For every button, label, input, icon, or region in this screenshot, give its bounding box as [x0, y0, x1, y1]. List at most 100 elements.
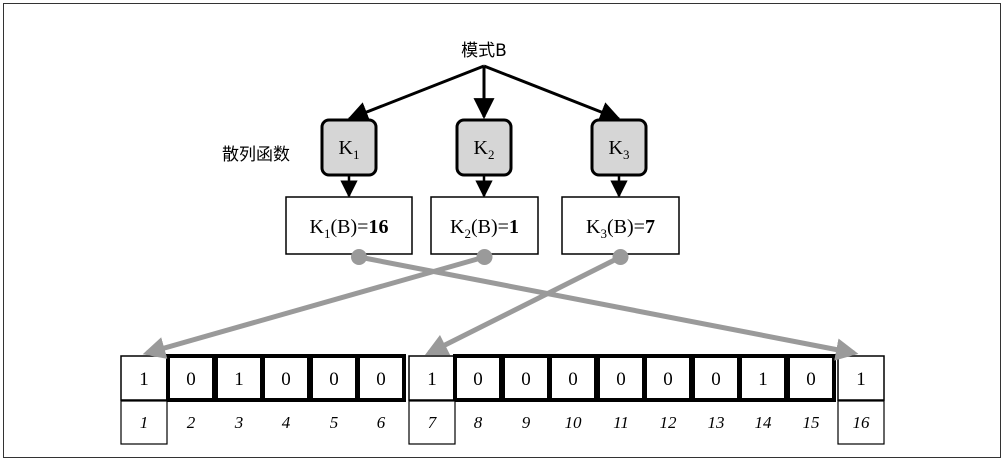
- diagram-frame: [3, 3, 1001, 458]
- hash-box-label: K1: [339, 137, 360, 162]
- hash-box-k3: K3: [590, 118, 648, 177]
- bit-cell-2: 0: [166, 354, 216, 402]
- bit-index-label: 13: [708, 413, 725, 432]
- bit-value: 1: [139, 369, 149, 390]
- bit-cell-9: 0: [501, 354, 551, 402]
- bit-cell-14: 1: [738, 354, 788, 402]
- bit-index-label: 7: [428, 413, 438, 432]
- bit-index-label: 16: [853, 413, 871, 432]
- pattern-arrows: [347, 64, 621, 122]
- bit-index-12: 12: [660, 413, 678, 432]
- mapping-arrow-k3: [424, 254, 622, 356]
- bit-value: 1: [234, 369, 244, 390]
- result-label: K1(B)=16: [310, 216, 389, 241]
- bit-index-frame: [120, 400, 168, 445]
- hash-box-label: K2: [474, 137, 495, 162]
- bit-cell-15: 0: [786, 354, 836, 402]
- bit-index-frame: [408, 400, 456, 445]
- bit-cell-12: 0: [643, 354, 693, 402]
- bit-index-label: 6: [377, 413, 386, 432]
- bit-index-label: 8: [474, 413, 483, 432]
- result-box-k1: K1(B)=16: [285, 196, 413, 255]
- bit-cell-frame: [408, 355, 456, 401]
- bit-cell-7: 1: [408, 355, 456, 401]
- bit-cell-13: 0: [691, 354, 741, 402]
- result-box-k2: K2(B)=1: [430, 196, 539, 255]
- bit-cell-frame: [356, 354, 406, 402]
- result-label: K3(B)=7: [586, 216, 655, 241]
- bit-index-11: 11: [613, 413, 629, 432]
- bit-index-label: 9: [522, 413, 531, 432]
- bit-cell-5: 0: [309, 354, 359, 402]
- bit-cell-frame: [596, 354, 646, 402]
- bit-cell-frame: [786, 354, 836, 402]
- bit-value: 0: [376, 369, 386, 390]
- hash-function-label: 散列函数: [222, 145, 290, 165]
- bit-cell-10: 0: [548, 354, 598, 402]
- mapping-origin-dot: [612, 249, 629, 265]
- bit-index-label: 10: [565, 413, 583, 432]
- bit-index-6: 6: [377, 413, 386, 432]
- hash-box-k2: K2: [455, 118, 513, 177]
- pattern-label: 模式B: [461, 41, 507, 61]
- bit-index-9: 9: [522, 413, 531, 432]
- bit-cell-16: 1: [837, 355, 885, 401]
- bit-index-16: 16: [837, 400, 885, 445]
- bit-value: 1: [856, 369, 866, 390]
- bit-cell-frame: [261, 354, 311, 402]
- bit-value: 0: [663, 369, 673, 390]
- bit-cell-3: 1: [214, 354, 264, 402]
- bit-index-label: 3: [234, 413, 244, 432]
- bit-index-label: 12: [660, 413, 678, 432]
- hash-box-k1: K1: [320, 118, 378, 177]
- bit-cell-frame: [837, 355, 885, 401]
- bit-cell-frame: [120, 355, 168, 401]
- bit-index-label: 14: [755, 413, 773, 432]
- bit-value: 0: [281, 369, 291, 390]
- bit-value: 0: [616, 369, 626, 390]
- mapping-arrow-k2: [142, 254, 486, 359]
- bit-index-4: 4: [282, 413, 291, 432]
- bit-value: 0: [806, 369, 816, 390]
- bit-cell-6: 0: [356, 354, 406, 402]
- bit-index-15: 15: [803, 413, 820, 432]
- hash-result-boxes: K1(B)=16 K2(B)=1 K3(B)=7: [285, 196, 680, 255]
- arrow-to-k1: [347, 64, 485, 122]
- bit-value: 0: [329, 369, 339, 390]
- hash-output-arrows: [340, 175, 628, 198]
- hash-function-boxes: K1 K2 K3: [320, 118, 648, 177]
- bit-index-10: 10: [565, 413, 583, 432]
- bit-index-label: 1: [140, 413, 149, 432]
- mapping-origin-dot: [476, 249, 493, 265]
- bit-mapping-arrows: [142, 249, 859, 361]
- bit-value: 0: [186, 369, 196, 390]
- result-box-k3: K3(B)=7: [561, 196, 680, 255]
- bit-index-1: 1: [120, 400, 168, 445]
- bit-index-3: 3: [234, 413, 244, 432]
- mapping-origin-dot: [351, 249, 367, 265]
- bit-cell-1: 1: [120, 355, 168, 401]
- bit-cell-frame: [548, 354, 598, 402]
- bit-index-label: 4: [282, 413, 291, 432]
- bit-cell-11: 0: [596, 354, 646, 402]
- bit-cell-frame: [738, 354, 788, 402]
- result-box-frame: [285, 196, 413, 255]
- bit-index-8: 8: [474, 413, 483, 432]
- hash-box-label: K3: [609, 137, 630, 162]
- bit-index-label: 15: [803, 413, 820, 432]
- bit-value: 0: [521, 369, 531, 390]
- bit-value: 1: [427, 369, 437, 390]
- bit-value: 0: [473, 369, 483, 390]
- bit-cell-frame: [643, 354, 693, 402]
- arrow-to-k3: [483, 64, 621, 122]
- bit-cell-frame: [453, 354, 503, 402]
- result-label: K2(B)=1: [450, 216, 519, 241]
- bit-cell-8: 0: [453, 354, 503, 402]
- bit-cell-frame: [501, 354, 551, 402]
- bit-index-14: 14: [755, 413, 773, 432]
- bit-cell-frame: [214, 354, 264, 402]
- bit-index-label: 11: [613, 413, 629, 432]
